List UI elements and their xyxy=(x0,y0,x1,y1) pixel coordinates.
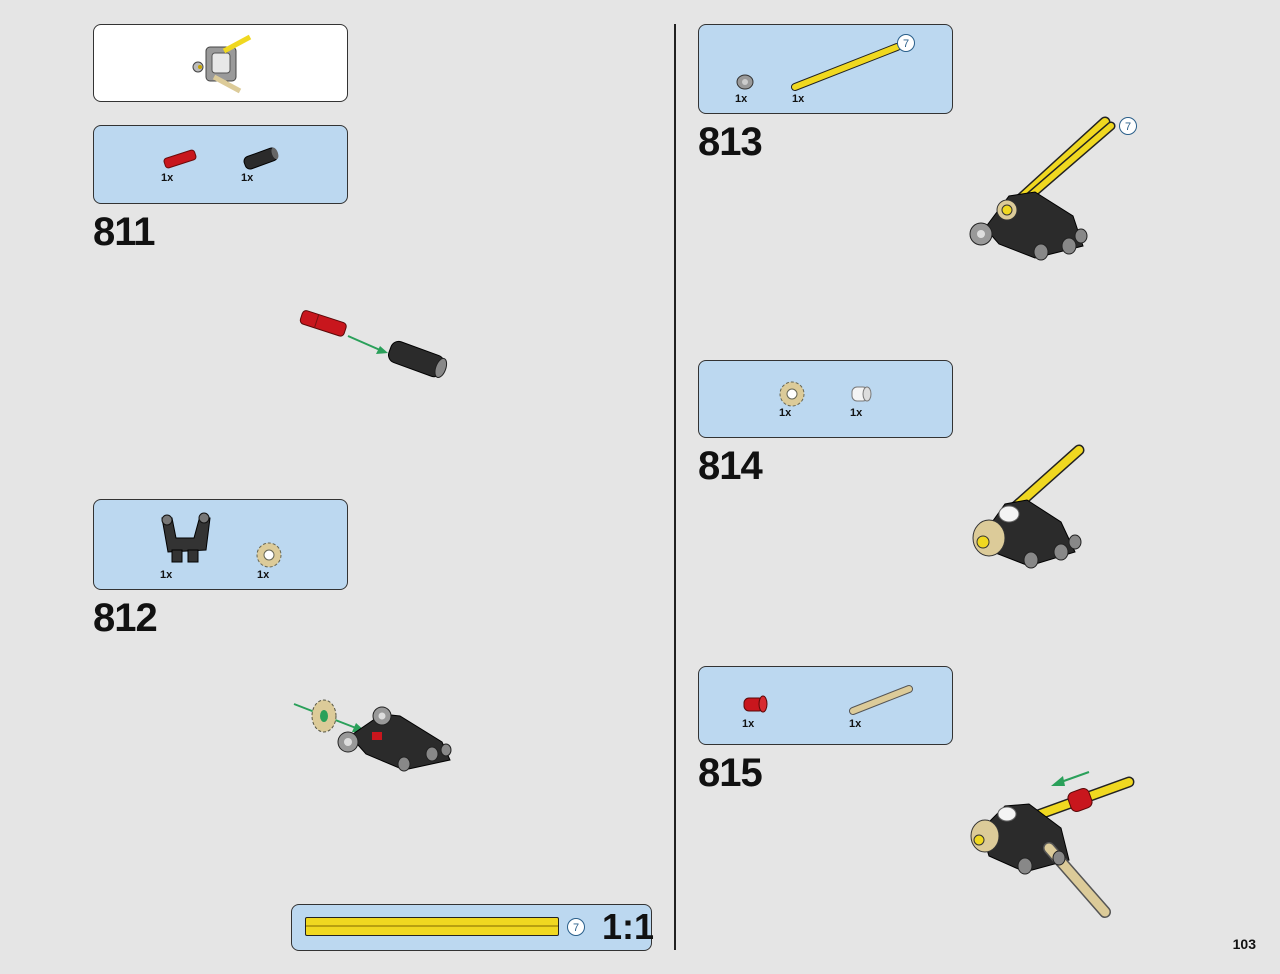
page-number: 103 xyxy=(1232,936,1256,952)
tan-gear-icon xyxy=(779,381,805,407)
part-quantity: 1x xyxy=(241,172,254,184)
scale-label: 1:1 xyxy=(602,906,655,947)
yellow-axle-icon xyxy=(791,43,901,91)
subassembly-callout xyxy=(93,24,348,102)
step-number: 815 xyxy=(698,751,763,795)
white-bush-icon xyxy=(851,386,872,402)
step-number: 814 xyxy=(698,444,763,488)
tan-axle-icon xyxy=(849,685,913,715)
step-number: 813 xyxy=(698,120,763,164)
part-quantity: 1x xyxy=(735,93,748,105)
part-quantity: 1x xyxy=(779,407,792,419)
step-815-parts-list: 1x 1x xyxy=(698,666,953,745)
step-815-illustration xyxy=(970,771,1135,918)
part-quantity: 1x xyxy=(792,93,805,105)
step-813-parts-list: 1x 1x 7 xyxy=(698,24,953,114)
subassembly-illustration xyxy=(192,34,252,94)
tan-gear-icon xyxy=(256,542,282,568)
length-badge: 7 xyxy=(1119,117,1137,135)
length-badge: 7 xyxy=(567,918,585,936)
part-quantity: 1x xyxy=(850,407,863,419)
part-quantity: 1x xyxy=(742,718,755,730)
scale-reference-box: 7 1:1 xyxy=(291,904,655,951)
part-quantity: 1x xyxy=(849,718,862,730)
step-811-illustration xyxy=(299,310,448,379)
part-quantity: 1x xyxy=(257,569,270,581)
part-quantity: 1x xyxy=(160,569,173,581)
page-divider xyxy=(674,24,676,950)
step-number: 811 xyxy=(93,210,156,254)
black-frame-icon xyxy=(161,512,211,563)
red-connector-icon xyxy=(743,695,768,713)
step-812-illustration xyxy=(293,699,452,772)
step-number: 812 xyxy=(93,596,158,640)
step-812-parts-list: 1x 1x xyxy=(93,499,348,590)
step-814-illustration xyxy=(972,444,1085,569)
black-connector-icon xyxy=(243,147,279,170)
part-quantity: 1x xyxy=(161,172,174,184)
length-badge: 7 xyxy=(897,34,915,52)
step-813-illustration xyxy=(969,116,1116,261)
axle-ruler xyxy=(305,917,559,936)
step-814-parts-list: 1x 1x xyxy=(698,360,953,438)
red-axle-pin-icon xyxy=(163,149,197,169)
step-811-parts-list: 1x 1x xyxy=(93,125,348,204)
grey-bush-icon xyxy=(736,74,754,90)
